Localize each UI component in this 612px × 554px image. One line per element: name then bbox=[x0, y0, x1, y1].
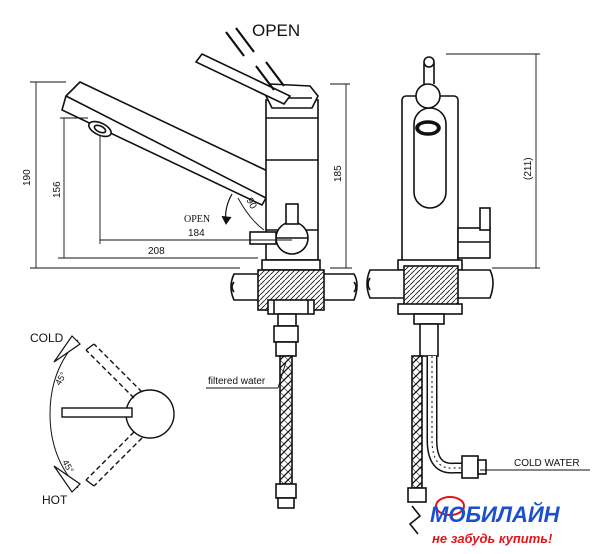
brand-name: МОБИЛАЙН bbox=[430, 501, 561, 527]
angle-45-top-label: 45° bbox=[53, 370, 69, 387]
open-small-label: OPEN bbox=[184, 214, 210, 225]
dimension-lines-right bbox=[446, 53, 540, 269]
filtered-water-label: filtered water bbox=[208, 376, 266, 387]
angle-90-label: 90 bbox=[243, 196, 258, 212]
handle-rotation-diagram bbox=[49, 335, 175, 493]
filter-knob-front bbox=[457, 207, 491, 259]
open-indicator bbox=[225, 27, 285, 91]
lever bbox=[194, 52, 292, 106]
leaders bbox=[206, 361, 590, 471]
filter-knob bbox=[249, 203, 309, 255]
dim-156-label: 156 bbox=[52, 181, 63, 198]
hot-label: HOT bbox=[42, 493, 68, 507]
open-top-label: OPEN bbox=[252, 21, 300, 40]
cold-water-label: COLD WATER bbox=[514, 458, 580, 469]
dim-190-label: 190 bbox=[22, 169, 33, 186]
dimension-lines-left bbox=[30, 81, 352, 269]
aerator bbox=[415, 120, 441, 136]
spout bbox=[61, 81, 278, 207]
front-view bbox=[366, 56, 494, 535]
dim-211-label: (211) bbox=[523, 157, 534, 180]
brand-logo: МОБИЛАЙН не забудь купить! bbox=[430, 496, 561, 546]
side-view bbox=[61, 27, 358, 509]
dim-208-label: 208 bbox=[148, 246, 165, 257]
brand-tagline: не забудь купить! bbox=[432, 531, 553, 546]
cold-label: COLD bbox=[30, 331, 64, 345]
dim-184-label: 184 bbox=[188, 228, 205, 239]
dim-185-label: 185 bbox=[333, 165, 344, 182]
